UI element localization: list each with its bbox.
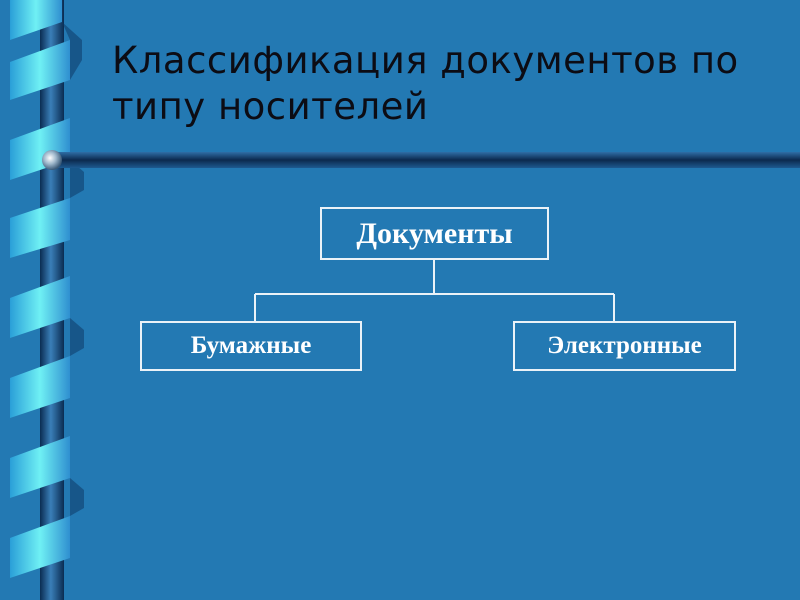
- diagram-node-root: Документы: [320, 207, 549, 260]
- slide-title: Классификация документов по типу носител…: [112, 39, 739, 128]
- diagram-node-paper-label: Бумажные: [190, 332, 312, 359]
- diagram-node-paper: Бумажные: [140, 321, 362, 371]
- diagram-node-root-label: Документы: [356, 216, 513, 250]
- title-divider: [42, 150, 800, 170]
- decorative-ribbon: [10, 0, 84, 600]
- diagram-node-electronic-label: Электронные: [547, 332, 702, 359]
- diagram-node-electronic: Электронные: [513, 321, 736, 371]
